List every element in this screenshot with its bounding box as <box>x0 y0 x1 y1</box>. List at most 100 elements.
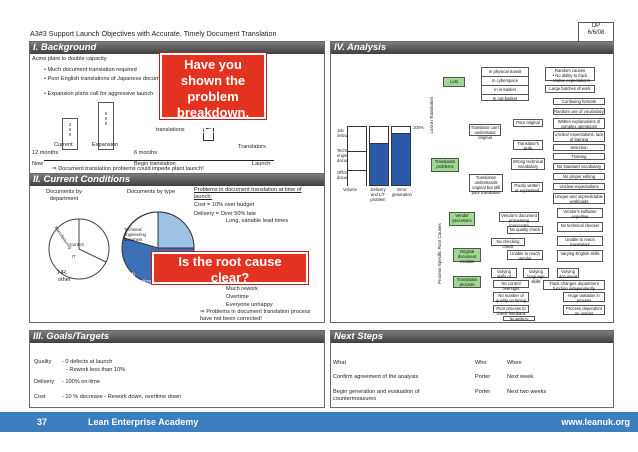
bullet-text: Much document translation required <box>47 67 137 73</box>
hr-other-label: HR, other <box>58 270 71 283</box>
background-problem: ⇒ Document translation problems could im… <box>52 166 204 172</box>
goal-quality-label: Quality <box>34 359 52 365</box>
v-node-10: Varying skills of writers <box>491 268 517 284</box>
next-row1-when: Next week <box>507 374 534 380</box>
v-node-8: Varying English skills <box>557 250 603 262</box>
right-2: Random use of vocabulary <box>553 108 605 115</box>
translation-problems-node: Translation problems <box>431 158 459 172</box>
right-7: No standard vocabulary <box>553 163 605 170</box>
random-causes: Random causes • No ability to track • Un… <box>545 67 595 83</box>
v-node-11: Varying language skills <box>523 268 549 284</box>
next-col-when: When <box>507 360 522 366</box>
chart-xlabel-2: Delivery and L/T problem <box>370 187 386 202</box>
page-title: A3#3 Support Launch Objectives with Accu… <box>30 29 277 38</box>
v-node-19: Process dependent on vendor <box>563 305 605 316</box>
v-node-20: No ability to understand <box>503 316 535 321</box>
v-node-7: Unable to reach translators <box>557 236 603 247</box>
lost-item: In cyberspace <box>482 77 528 86</box>
goal-quality-text2: - Rework less than 10% <box>66 367 126 373</box>
dept-control: Control <box>70 242 84 247</box>
background-bullet-3: • Expansion plans call for aggressive la… <box>44 91 154 97</box>
problem-cost: Cost = 10% over budget <box>194 202 255 208</box>
seg <box>348 127 366 152</box>
seg <box>348 171 366 186</box>
next-row1-what: Confirm agreement of the analysis <box>333 374 419 380</box>
next-col-what: What <box>333 360 347 366</box>
author-date-box: DP 6/6/08 <box>578 22 614 42</box>
goals-section: III. Goals/Targets Quality - 0 defects a… <box>29 330 325 408</box>
unhappy: Everyone unhappy <box>226 302 273 308</box>
problem-delivery-lt: Long, variable lead times <box>226 218 289 224</box>
not-corrected: ⇒ Problems in document translation proce… <box>200 309 311 322</box>
footer-bar: 37 Lean Enterprise Academy www.leanuk.or… <box>0 412 638 432</box>
large-batches: Large batches of work <box>545 85 595 93</box>
bullet-text: Poor English translations of Japanese do… <box>47 76 211 82</box>
date: 6/6/08 <box>587 29 605 36</box>
goal-delivery-label: Delivery <box>34 379 55 385</box>
timeline-now: Now <box>32 161 44 167</box>
right-4: Unclear expectations, lack of training <box>553 131 605 142</box>
chart-pct: 100% <box>413 125 424 130</box>
timeline-begin: Begin translation <box>134 161 176 167</box>
bar-value: 0 <box>68 132 72 137</box>
author: DP <box>591 23 601 29</box>
next-row2-who: Porter <box>475 389 491 395</box>
timeline-6-months: 6 months <box>134 150 158 156</box>
overtime: Overtime <box>226 294 249 300</box>
bar-expansion: 5 0 0 <box>98 102 114 150</box>
footer-page: 37 <box>37 417 48 427</box>
goal-delivery-text: - 100% on-time <box>62 379 100 385</box>
translations-label: translations <box>156 127 185 133</box>
right-6: Training <box>553 153 605 160</box>
v-node-14: No control oversight <box>493 280 529 291</box>
seg <box>392 127 410 134</box>
v-node-2: Vendor's software expertise <box>557 208 603 219</box>
v-node-9: Original document creation <box>453 248 481 264</box>
right-10: Unique and unpredictable workloads <box>553 193 605 204</box>
bar-current-label: Current <box>54 142 73 148</box>
chart-ylabel-1: Job instruction <box>337 128 357 138</box>
v-node-16: No number of quality on timing <box>493 292 529 303</box>
goal-cost-text: - 10 % decrease - Rework down, overtime … <box>62 394 182 400</box>
v-node-12: Varying document formats <box>557 268 579 284</box>
docs-by-department: Documents by department <box>46 189 82 202</box>
next-row2-what: Begin generation and evaluation of count… <box>333 389 420 402</box>
lost-item: In in-basket <box>482 86 528 95</box>
dept-it: IT <box>72 254 76 259</box>
lost-in-translation-label: Lost in Translation <box>429 97 434 134</box>
translators-skill: Translator's skills <box>513 140 543 151</box>
v-node-4: No technical checker <box>557 222 603 232</box>
timeline-line <box>44 160 274 161</box>
seg <box>392 134 410 185</box>
bar-value: 0 <box>104 116 108 121</box>
background-bullet-2: • Poor English translations of Japanese … <box>44 76 211 82</box>
timeline-launch: Launch <box>252 161 271 167</box>
timeline-12-months: 12 months <box>32 150 59 156</box>
goal-quality-text: - 0 defects at launch <box>62 359 113 365</box>
wrong-technical-vocab: Wrong technical vocabulary <box>511 158 545 170</box>
next-row2-when: Next two weeks <box>507 389 547 395</box>
bar-current: 2 5 0 <box>62 118 78 150</box>
translators-label: Translators <box>238 144 266 150</box>
right-9: Unclear expectations <box>553 183 605 190</box>
chart-col-error <box>391 126 411 186</box>
next-row1-who: Porter <box>475 374 491 380</box>
next-col-who: Who <box>475 360 487 366</box>
callout-root-cause: Is the root cause clear? <box>151 251 309 285</box>
bullet-text: Expansion plans call for aggressive laun… <box>47 91 154 97</box>
type-tech-label: Technical engineering document <box>124 227 146 242</box>
chart-ylabel-3: Office document <box>337 170 356 180</box>
seg <box>370 127 388 144</box>
bar-value: 0 <box>104 121 108 126</box>
bar-value: 5 <box>68 127 72 132</box>
bar-value: 5 <box>104 111 108 116</box>
process-specific-label: Process-Specific Root Causes <box>437 223 442 284</box>
analysis-section: IV. Analysis Job instruction Technical e… <box>330 41 614 323</box>
department-pie <box>48 218 110 280</box>
footer-url[interactable]: www.leanuk.org <box>561 417 630 427</box>
translation-understands: Translation understands original but sti… <box>469 174 503 195</box>
bar-value: 2 <box>68 122 72 127</box>
footer-org: Lean Enterprise Academy <box>88 417 199 427</box>
document-icon <box>203 128 214 141</box>
goal-cost-label: Cost <box>34 394 46 400</box>
